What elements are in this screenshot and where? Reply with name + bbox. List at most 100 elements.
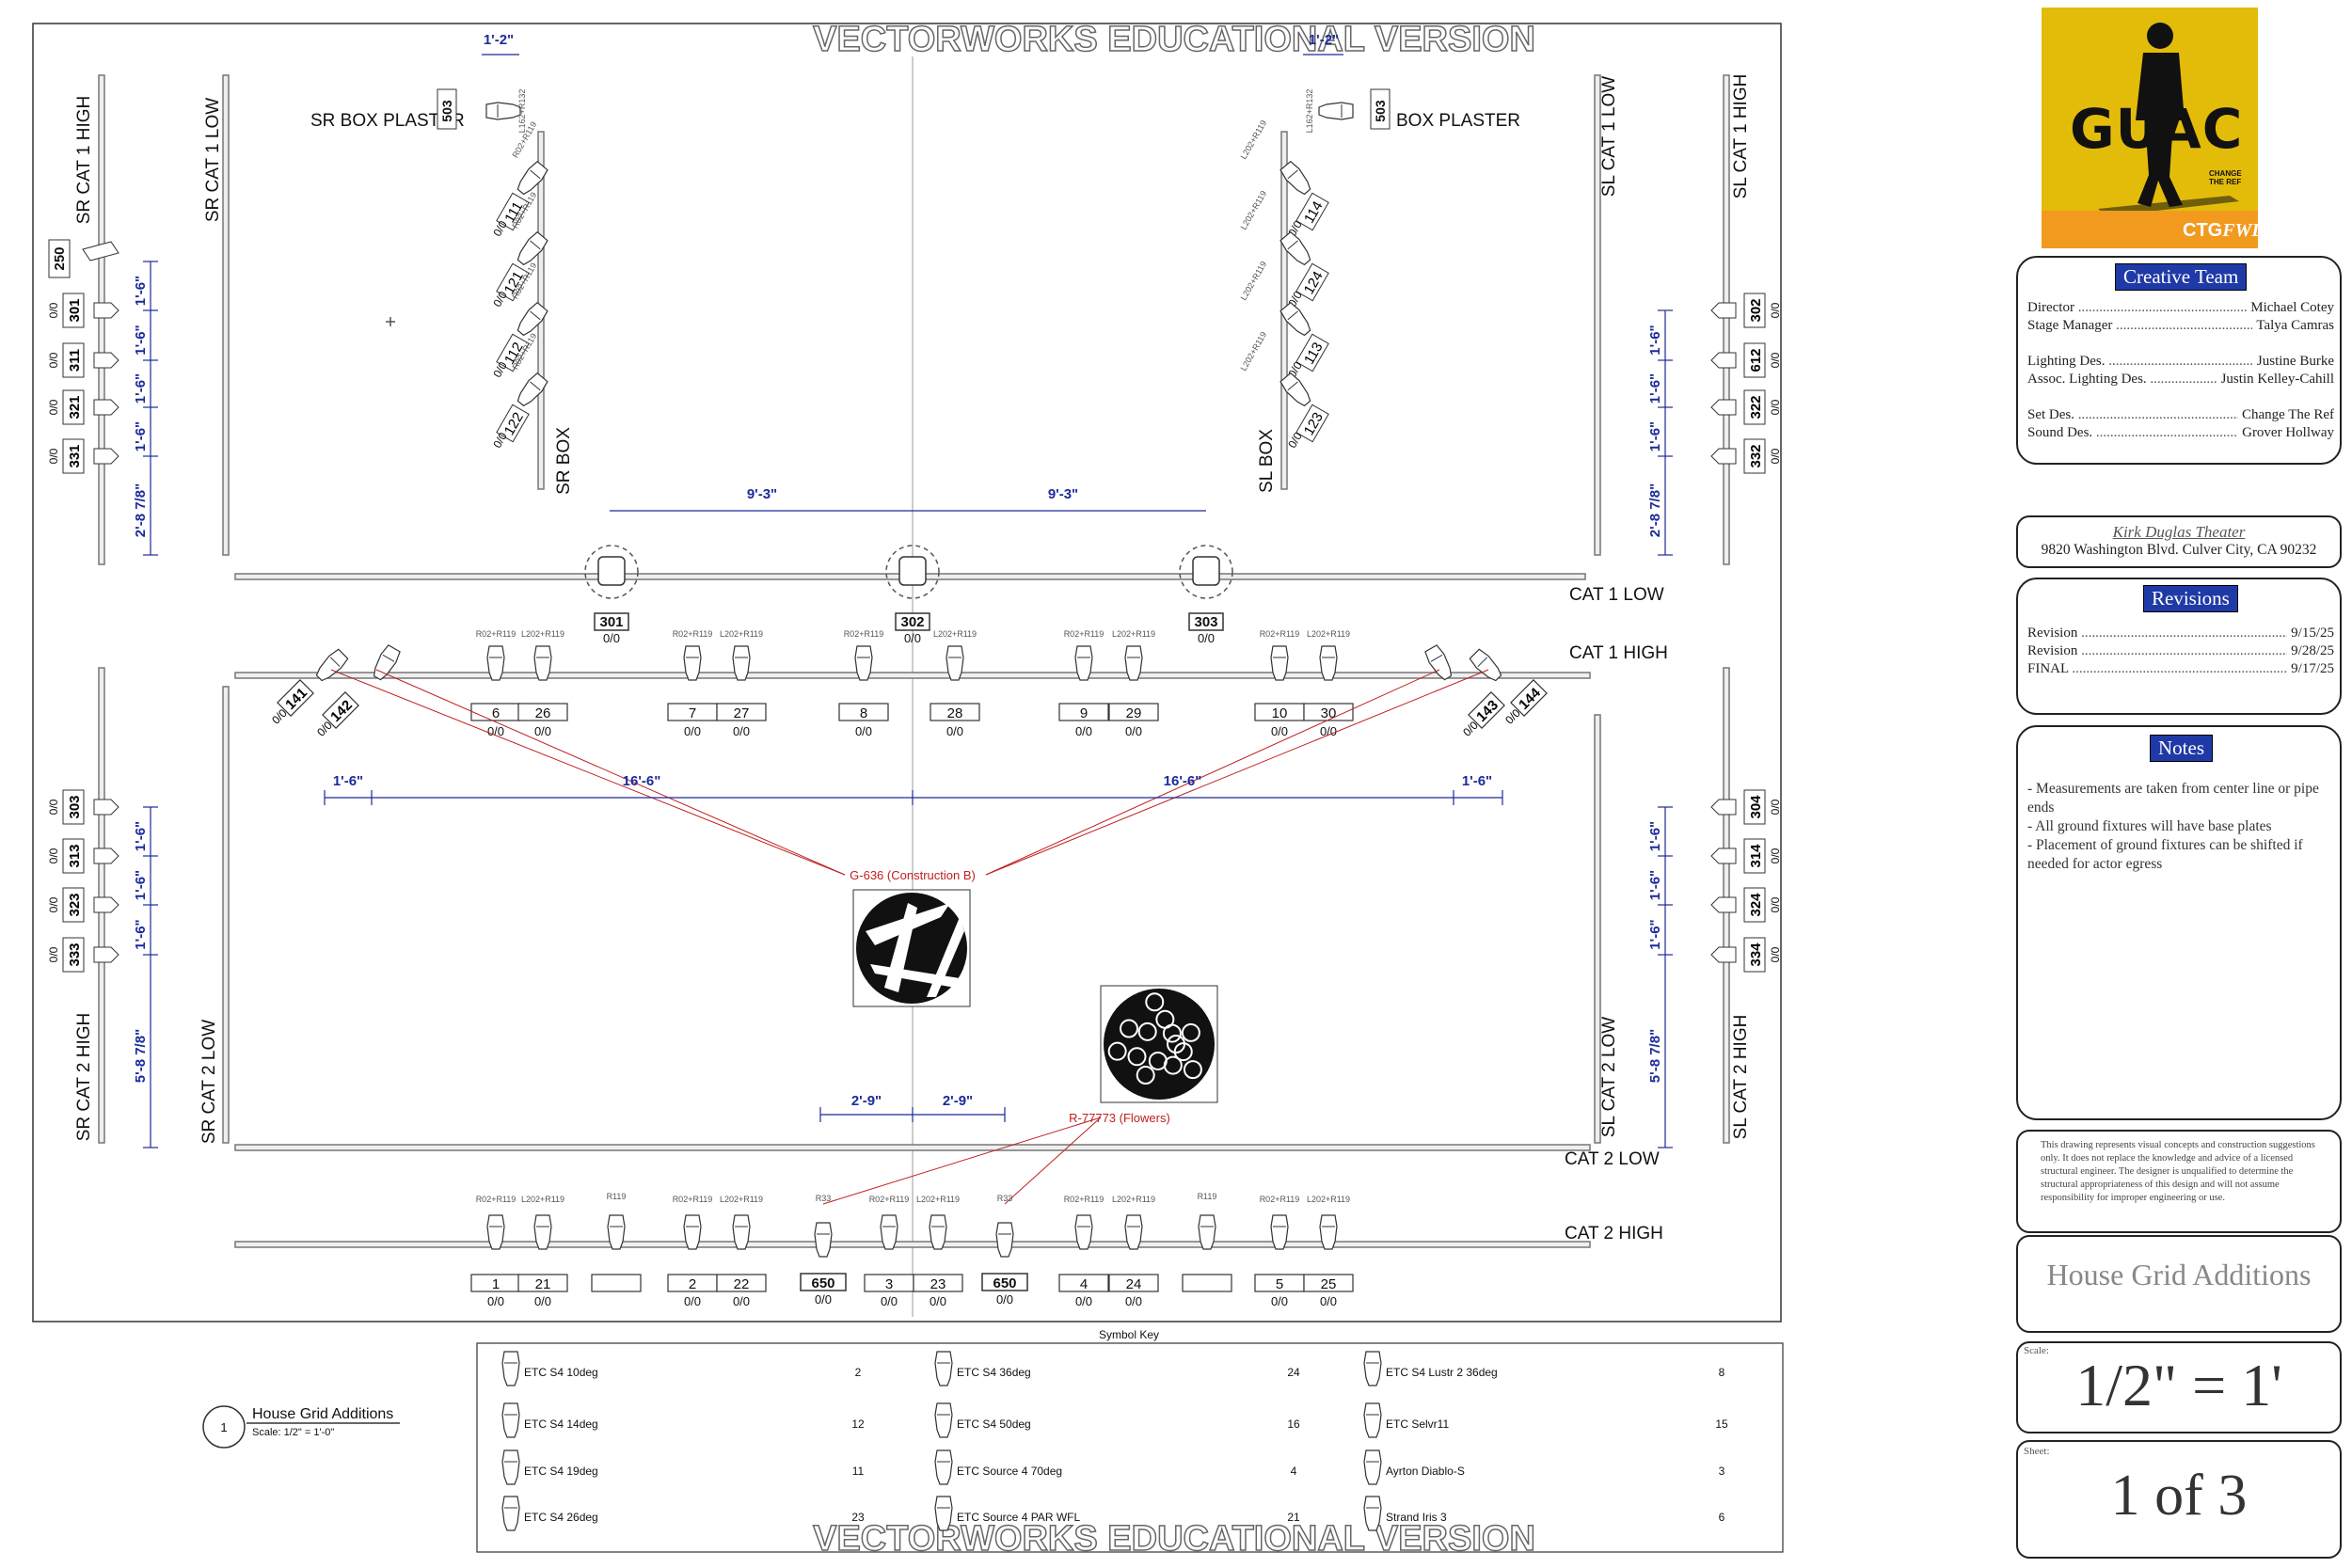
side-addr: 0/0	[47, 896, 60, 912]
symbol-key-name: ETC Source 4 PAR WFL	[957, 1511, 1080, 1524]
fixture-cat2	[486, 1214, 505, 1250]
fixture-body	[1124, 1214, 1143, 1250]
cat1-chan	[517, 703, 568, 721]
fixture-sr-box	[516, 230, 548, 266]
fixture-body	[1124, 645, 1143, 681]
sheet-label: Sheet:	[2024, 1446, 2050, 1457]
cat2-chan	[913, 1274, 963, 1292]
fixture-sl-box	[1279, 372, 1311, 407]
fixture-body	[934, 1351, 953, 1386]
pipe-cat2-high	[234, 1241, 1591, 1248]
color-label: L202+R119	[933, 629, 977, 639]
color-label: L202+R119	[521, 629, 564, 639]
fixture-yoke	[1287, 310, 1298, 321]
color-label: L202+R119	[1112, 1195, 1155, 1204]
side-chan-box	[1743, 789, 1766, 825]
cat1-addr: 0/0	[1125, 724, 1142, 738]
side-chan: 314	[1743, 838, 1766, 874]
cat1-high-label: CAT 1 HIGH	[1569, 643, 1668, 663]
fixture-cat1	[533, 645, 552, 681]
gobo-construction-shard	[870, 964, 960, 988]
fixture-650	[814, 1222, 833, 1258]
fixture-body	[486, 645, 505, 681]
mover-channel-box-1	[895, 612, 930, 631]
side-chan-box	[62, 342, 85, 378]
pipe-sl-cat1-high	[1723, 74, 1730, 565]
fixture-body	[1279, 230, 1311, 266]
fixture-650	[995, 1222, 1014, 1258]
cat1-low-label: CAT 1 LOW	[1569, 585, 1664, 605]
side-chan-text: 322	[1748, 395, 1764, 419]
fixture-sl-box	[1279, 230, 1311, 266]
gobo-flowers-label: R-77773 (Flowers)	[1069, 1111, 1170, 1125]
side-chan: 313	[62, 838, 85, 874]
cat2-chan	[1108, 1274, 1159, 1292]
fixture-body	[732, 645, 751, 681]
symbol-key-name: ETC Source 4 70deg	[957, 1465, 1062, 1478]
color-label: L162+R132	[1305, 89, 1314, 134]
side-chan-text: 302	[1748, 298, 1764, 322]
side-chan: 334	[1743, 937, 1766, 973]
fixture-body	[516, 160, 548, 196]
cat2-chan-text: 5	[1276, 1276, 1283, 1292]
side-fixture	[1710, 352, 1737, 369]
side-chan: 303	[62, 789, 85, 825]
sl-box-chan-box	[1295, 333, 1329, 372]
fixture-body	[854, 645, 873, 681]
cat1-addr: 0/0	[684, 724, 701, 738]
team-row: Lighting Des.Justine Burke	[2027, 353, 2334, 371]
fixture-sl-plaster	[1318, 102, 1354, 120]
color-label: L202+R119	[1239, 189, 1269, 231]
fixture-cat1	[854, 645, 873, 681]
fixture-body	[516, 230, 548, 266]
gobo-leader	[1004, 1117, 1102, 1205]
side-addr: 0/0	[1769, 448, 1782, 464]
pipe-sr-cat2-low	[222, 686, 230, 1144]
symbol-key-icon	[501, 1402, 520, 1438]
channel-650-box	[981, 1273, 1028, 1291]
cat1-chan	[930, 703, 980, 721]
note-item: - Placement of ground fixtures can be sh…	[2027, 837, 2303, 872]
venue-panel: Kirk Duglas Theater 9820 Washington Blvd…	[2016, 515, 2342, 568]
drawing-title: House Grid Additions	[2046, 1258, 2312, 1291]
side-dim-label: 1'-6"	[133, 325, 149, 355]
fixture-cat2	[533, 1214, 552, 1250]
symbol-key-icon	[1363, 1351, 1382, 1386]
side-chan-text: 314	[1748, 844, 1764, 868]
symbol-key-icon	[1363, 1449, 1382, 1485]
fixture-body	[1074, 1214, 1093, 1250]
sl-plaster-channel: 503	[1373, 100, 1388, 122]
drawing-title-panel: House Grid Additions	[2016, 1235, 2342, 1333]
side-fixture	[1710, 302, 1737, 319]
fixture-sl-box	[1279, 301, 1311, 337]
mover-address-1: 0/0	[904, 631, 921, 645]
symbol-key-count: 6	[1719, 1511, 1725, 1524]
side-chan-box	[62, 293, 85, 328]
side-chan: 321	[62, 389, 85, 425]
sr-plaster-box	[437, 88, 457, 130]
side-fixture	[1710, 399, 1737, 416]
scale-value: 1/2" = 1'	[2075, 1352, 2282, 1418]
color-label: L202+R119	[1239, 330, 1269, 372]
cat1-chan-text: 6	[492, 705, 500, 721]
cat2-chan	[1058, 1274, 1109, 1292]
fixture-sr-141	[315, 648, 349, 682]
side-chan: 612	[1743, 342, 1766, 378]
gobo-flower	[1119, 1019, 1138, 1038]
symbol-key-count: 21	[1287, 1511, 1300, 1524]
fixture-yoke	[1287, 169, 1298, 180]
sl-plaster-box	[1370, 88, 1391, 130]
side-dim-label: 2'-8 7/8"	[1647, 483, 1663, 537]
dim-1-2-sr: 1'-2"	[484, 32, 514, 48]
color-label: R02+R119	[476, 1195, 516, 1204]
fixture-yoke	[1477, 657, 1488, 668]
color-label: L202+R119	[1239, 119, 1269, 161]
symbol-key-name: Strand Iris 3	[1386, 1511, 1447, 1524]
dim-1-6-sl: 1'-6"	[1462, 773, 1492, 789]
fixture-body	[1198, 1214, 1216, 1250]
fixture-cat2	[1319, 1214, 1338, 1250]
fixture-yoke	[1287, 381, 1298, 391]
gobo-flower	[1137, 1022, 1157, 1041]
